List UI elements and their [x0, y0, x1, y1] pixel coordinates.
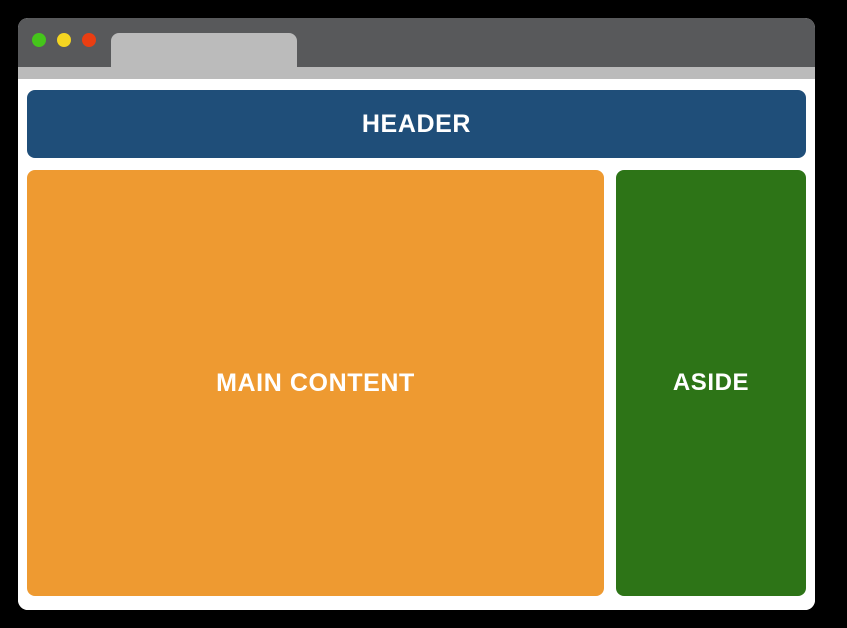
- close-button-icon[interactable]: [32, 33, 46, 47]
- browser-window: HEADER MAIN CONTENT ASIDE: [18, 18, 815, 610]
- minimize-button-icon[interactable]: [57, 33, 71, 47]
- window-controls: [18, 18, 96, 47]
- layout-body-row: MAIN CONTENT ASIDE: [27, 170, 806, 596]
- layout-main-block: MAIN CONTENT: [27, 170, 604, 596]
- tab-strip: [96, 18, 815, 67]
- maximize-button-icon[interactable]: [82, 33, 96, 47]
- layout-header-block: HEADER: [27, 90, 806, 158]
- browser-tab[interactable]: [111, 33, 297, 67]
- window-titlebar: [18, 18, 815, 67]
- aside-label: ASIDE: [672, 369, 750, 397]
- page-viewport: HEADER MAIN CONTENT ASIDE: [18, 79, 815, 610]
- browser-toolbar[interactable]: [18, 67, 815, 79]
- layout-aside-block: ASIDE: [616, 170, 806, 596]
- main-content-label: MAIN CONTENT: [216, 368, 415, 397]
- header-label: HEADER: [361, 109, 472, 138]
